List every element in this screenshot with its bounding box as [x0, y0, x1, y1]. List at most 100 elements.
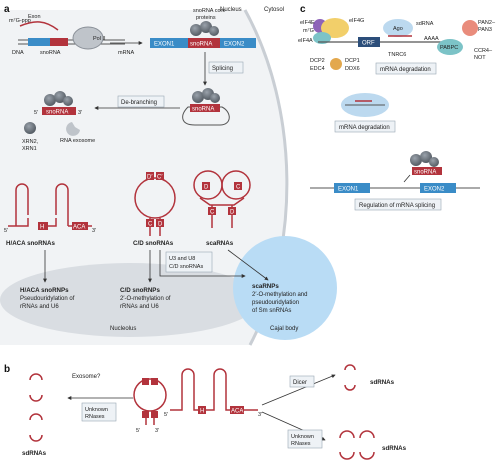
eif4g-protein	[321, 18, 349, 38]
sca-box-c: C	[236, 185, 241, 191]
splice-reg-protein-3	[429, 157, 439, 167]
released-protein-1	[44, 94, 56, 106]
orf-label: ORF	[362, 41, 375, 47]
sca-rnp-desc-3: of Sm snRNAs	[252, 308, 291, 314]
edc4-label: EDC4	[310, 66, 325, 72]
tnrc6-label: TNRC6	[388, 52, 406, 58]
splicing-box	[208, 61, 244, 74]
core-protein-1	[190, 24, 202, 36]
lariat-protein-1	[192, 91, 204, 103]
pol-ii	[72, 26, 104, 50]
degradation-label-2: mRNA degradation	[339, 125, 390, 131]
released-snorna	[42, 107, 76, 115]
debranching-label: De-branching	[121, 100, 157, 106]
sca-rnp-title: scaRNPs	[252, 283, 279, 290]
sca-box-c2: C	[210, 210, 215, 216]
premrna-snorna-label: snoRNA	[190, 42, 212, 48]
eif4e-label: eIF4E	[300, 20, 315, 26]
dicer-label: Dicer	[293, 380, 307, 386]
degradation-box-2	[334, 120, 396, 133]
cd-box-dprime: D′	[147, 175, 153, 181]
b-unknown2-line2: RNases	[291, 441, 311, 447]
panel-b-center-structure	[170, 368, 258, 414]
released-protein-3	[63, 96, 73, 106]
sdrnas-left-label: sdRNAs	[22, 450, 47, 457]
cytosol-label: Cytosol	[264, 7, 284, 13]
cd-box-d: D	[158, 222, 163, 228]
ago-protein	[383, 19, 413, 37]
sca-class-label: scaRNAs	[206, 240, 234, 247]
arrow-dicer	[261, 374, 336, 406]
b-unknown1-line1: Unknown	[85, 407, 108, 413]
haca-snorna-structure	[8, 183, 92, 230]
u3u8-label-2: C/D snoRNAs	[169, 264, 203, 270]
haca-rnp-desc-2: rRNAs and U6	[20, 304, 59, 310]
splice-inhibition	[403, 174, 411, 183]
haca-class-label: H/ACA snoRNAs	[6, 240, 55, 247]
splice-exon1-label: EXON1	[338, 187, 359, 193]
ccr4-label-1: CCR4–	[474, 48, 493, 54]
b-unknown2-line1: Unknown	[291, 434, 314, 440]
b-center-5prime: 5′	[164, 412, 168, 418]
nucleus-label: Nucleus	[220, 7, 242, 13]
cd-rnp-title: C/D snoRNPs	[120, 287, 160, 294]
premrna-snorna	[188, 38, 220, 48]
ago-label: Ago	[393, 26, 403, 32]
dcp1-label: DCP1	[345, 58, 360, 64]
polya-label: AAAA	[424, 36, 439, 42]
splicing-label: Splicing	[212, 66, 233, 72]
sdrna-fragments-left	[29, 373, 43, 442]
lariat	[182, 106, 230, 126]
lariat-snorna	[190, 104, 220, 112]
lariat-protein-3	[210, 93, 220, 103]
splice-reg-protein-2	[420, 151, 432, 163]
eif4g-label: eIF4G	[349, 18, 364, 24]
pabpc-label: PABPC	[440, 45, 458, 51]
u3u8-box	[165, 251, 213, 273]
panel-b-left-structure	[133, 378, 167, 425]
b-3prime: 3′	[155, 428, 159, 434]
haca-3prime: 3′	[92, 228, 96, 234]
cd-box-cprime: C′	[157, 175, 163, 181]
decapping-complex	[330, 58, 342, 70]
cd-snorna-structure	[134, 172, 176, 236]
ccr4-label-2: NOT	[474, 55, 486, 61]
panel-label-c: c	[300, 4, 306, 15]
haca-rnp-title: H/ACA snoRNPs	[20, 287, 69, 294]
sca-rnp-desc-1: 2′-O-methylation and	[252, 292, 308, 298]
b-box-h: H	[200, 409, 204, 415]
haca-box-h: H	[40, 225, 44, 231]
splice-reg-protein-1	[410, 154, 422, 166]
dicer-box	[289, 375, 315, 388]
b-unknown-box-1	[81, 402, 117, 422]
nucleolus-region	[0, 263, 260, 337]
panel-label-b: b	[4, 364, 10, 375]
pol-ii-label: Pol II	[93, 36, 106, 42]
xrn-enzyme	[24, 122, 36, 134]
pan-protein	[462, 20, 478, 36]
scarna-structure	[193, 170, 251, 228]
lariat-snorna-label: snoRNA	[192, 107, 214, 113]
exosome-label: RNA exosome	[60, 138, 95, 144]
exosome-enzyme	[66, 122, 80, 136]
core-proteins-label-2: proteins	[196, 15, 216, 21]
sdrna-fragments-right	[339, 364, 375, 460]
dna-snorna	[50, 38, 68, 46]
released-protein-2	[54, 91, 66, 103]
haca-rnp-desc-1: Pseudouridylation of	[20, 296, 75, 302]
splice-reg-snorna-label: snoRNA	[414, 170, 436, 176]
b-unknown-box-2	[287, 429, 323, 449]
core-protein-2	[200, 21, 212, 33]
cajal-body-label: Cajal body	[270, 326, 298, 332]
snorna-5prime: 5′	[34, 110, 38, 116]
sca-box-d: D	[204, 185, 209, 191]
cd-box-c: C	[148, 222, 153, 228]
cd-class-label: C/D snoRNAs	[133, 240, 174, 247]
eif4a-protein	[313, 32, 331, 44]
premrna-exon1	[150, 38, 188, 48]
pan-label-1: PAN2–	[478, 20, 496, 26]
haca-5prime: 5′	[4, 228, 8, 234]
debranching-box	[117, 95, 165, 108]
sdrna-c-label: sdRNA	[416, 21, 434, 27]
